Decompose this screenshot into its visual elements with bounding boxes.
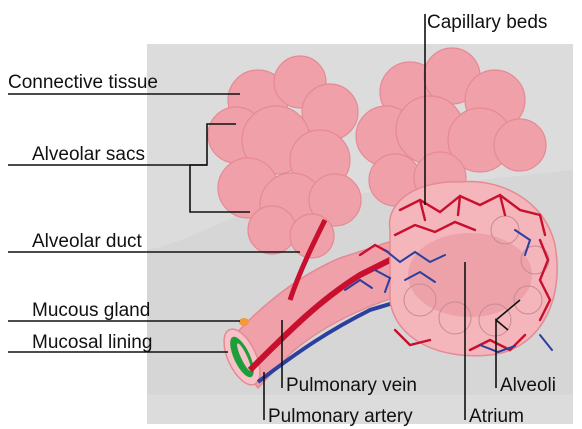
atrium-chamber	[408, 233, 532, 317]
capillary-covered-sac	[390, 182, 558, 356]
label-atrium: Atrium	[469, 406, 524, 427]
mucous-gland-dot	[239, 318, 249, 326]
label-alveolar-sacs: Alveolar sacs	[32, 144, 145, 165]
label-pulmonary-artery: Pulmonary artery	[268, 406, 413, 427]
label-connective-tissue: Connective tissue	[8, 72, 158, 93]
label-mucous-gland: Mucous gland	[32, 300, 150, 321]
label-pulmonary-vein: Pulmonary vein	[286, 375, 417, 396]
label-alveoli: Alveoli	[500, 375, 556, 396]
label-alveolar-duct: Alveolar duct	[32, 231, 143, 252]
label-capillary-beds: Capillary beds	[427, 12, 547, 33]
label-mucosal-lining: Mucosal lining	[32, 332, 152, 353]
